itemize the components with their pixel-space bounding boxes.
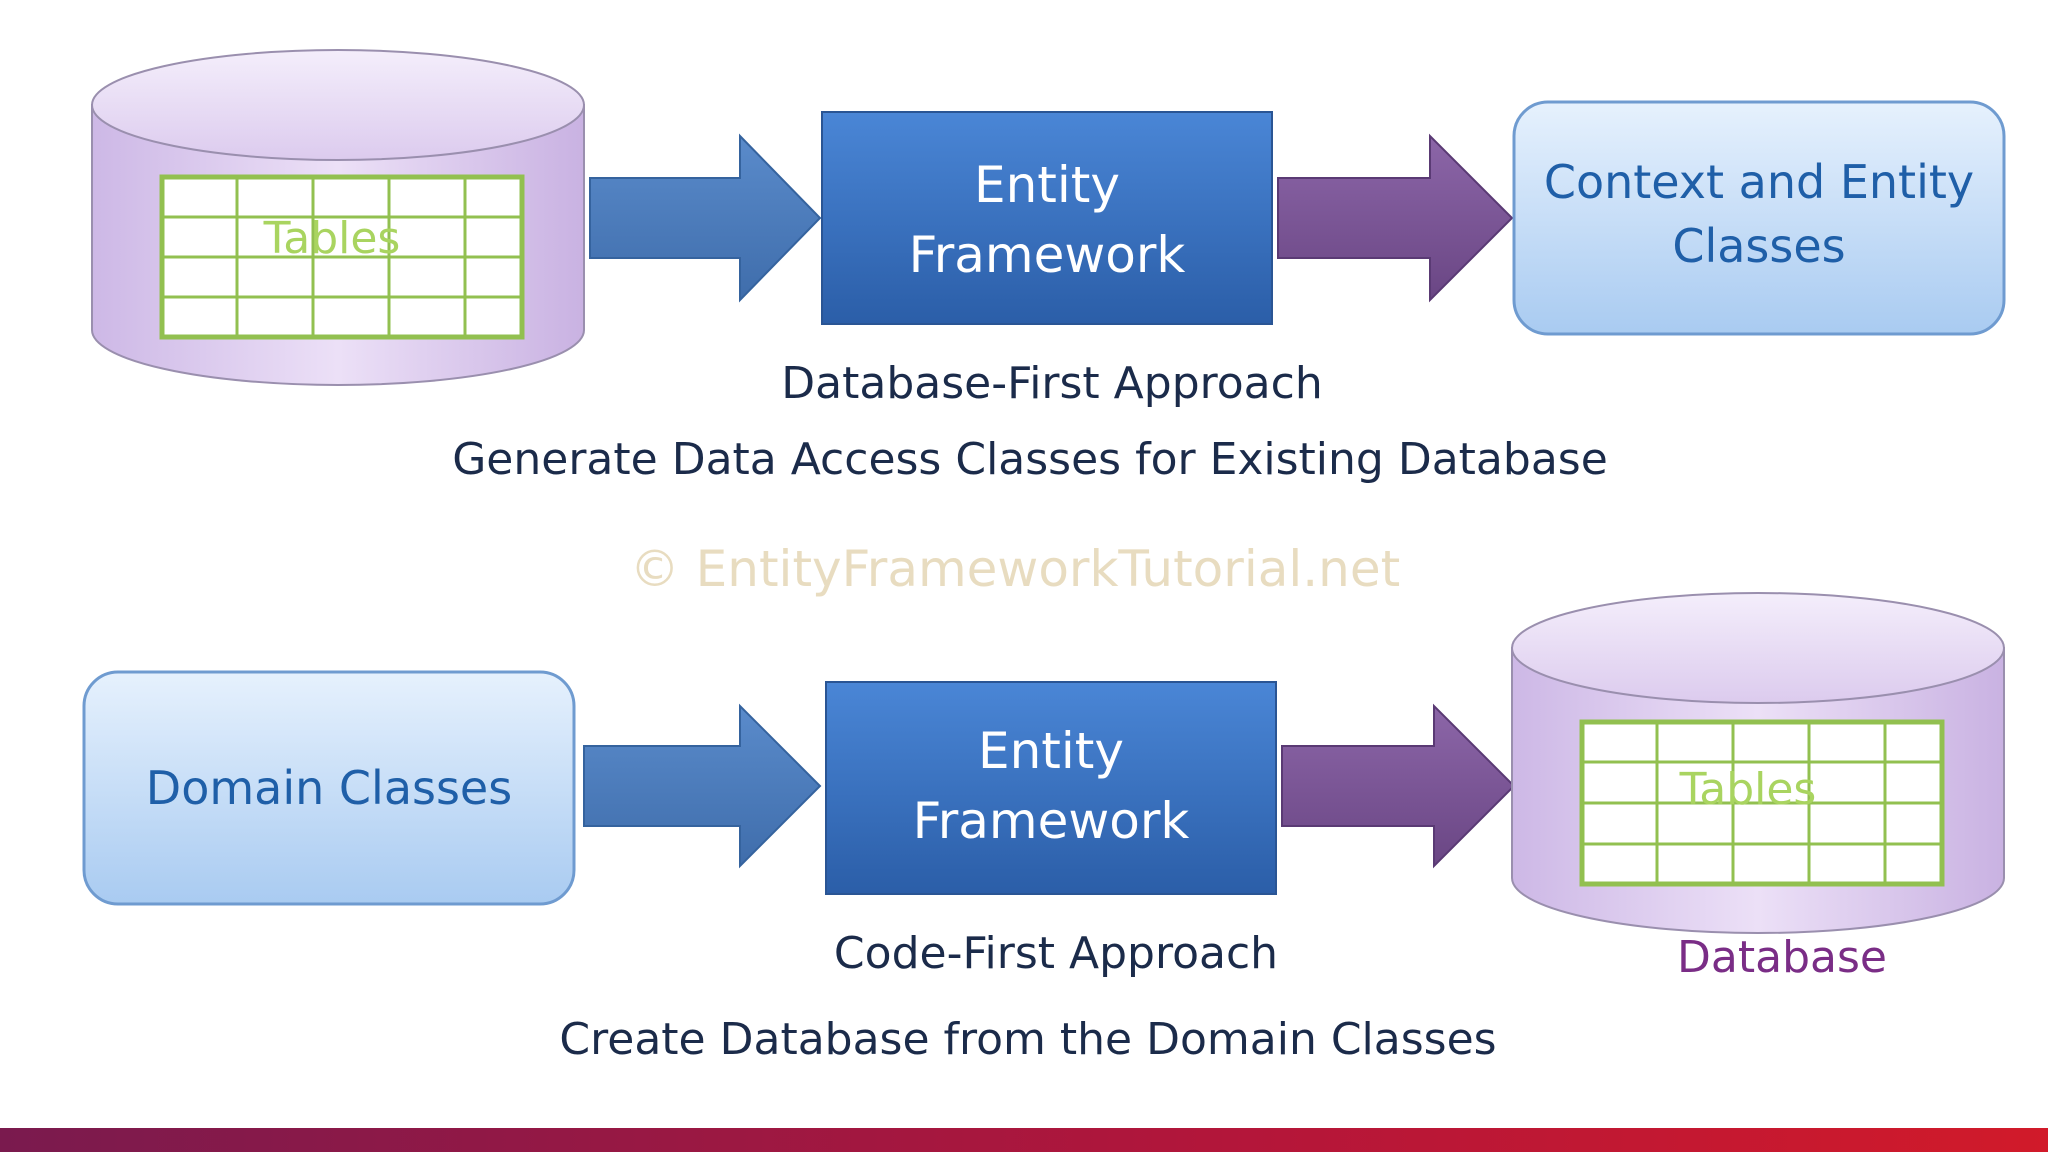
table-grid-icon (1579, 719, 1945, 887)
code-first-title: Code-First Approach (834, 928, 1278, 979)
table-label: Tables (1679, 764, 1817, 815)
entity-framework-line2: Framework (909, 226, 1186, 284)
blue-arrow-right (583, 703, 822, 869)
domain-classes-label: Domain Classes (146, 761, 512, 815)
code-first-subtitle: Create Database from the Domain Classes (559, 1014, 1496, 1065)
database-label: Database (1677, 932, 1887, 983)
code-first-row: Domain Classes Entity Framework (82, 592, 2005, 1065)
bottom-accent-bar (0, 1128, 2048, 1152)
database-first-title: Database-First Approach (781, 358, 1322, 409)
entity-framework-box: Entity Framework (825, 681, 1277, 895)
domain-classes-box: Domain Classes (82, 670, 576, 906)
database-first-subtitle: Generate Data Access Classes for Existin… (452, 434, 1608, 485)
table-label: Tables (263, 213, 401, 264)
entity-framework-line1: Entity (974, 156, 1120, 214)
entity-framework-line2: Framework (913, 792, 1190, 850)
table-grid-icon (159, 174, 525, 340)
target-database-cylinder: Tables (1511, 592, 2005, 934)
watermark: © EntityFrameworkTutorial.net (630, 540, 1400, 598)
source-database-cylinder: Tables (91, 49, 585, 386)
entity-framework-line1: Entity (978, 722, 1124, 780)
context-entity-line2: Classes (1672, 219, 1845, 273)
context-entity-classes-box: Context and Entity Classes (1512, 100, 2006, 336)
context-entity-line1: Context and Entity (1544, 155, 1974, 209)
database-first-row: Tables Entity Framework Context and Enti… (91, 49, 2006, 485)
blue-arrow-right (589, 133, 822, 303)
entity-framework-box: Entity Framework (821, 111, 1273, 325)
purple-arrow-right (1281, 703, 1516, 869)
purple-arrow-right (1277, 133, 1514, 303)
